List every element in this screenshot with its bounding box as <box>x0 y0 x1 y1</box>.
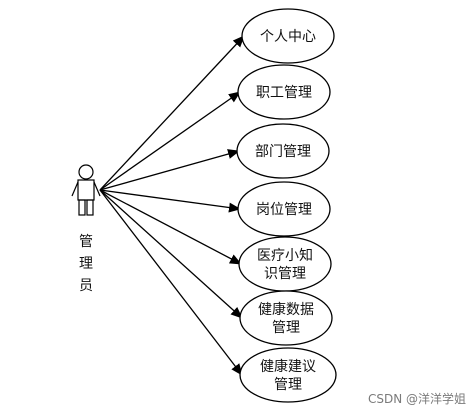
use-case-ellipse <box>241 8 335 64</box>
use-case-label: 健康建议 <box>260 358 316 375</box>
actor-label-line: 理 <box>79 256 93 272</box>
use-case-label: 部门管理 <box>255 144 311 160</box>
use-case-position-management: 岗位管理 <box>237 181 331 237</box>
arrow-to-staff-management <box>99 91 241 191</box>
watermark: CSDN @洋洋学姐 <box>367 392 466 406</box>
arrow-to-medical-knowledge-management <box>99 189 242 265</box>
actor-head <box>78 164 94 180</box>
actor-left-arm <box>71 181 79 197</box>
actor-label-line: 管 <box>79 234 93 250</box>
use-case-staff-management: 职工管理 <box>237 64 331 120</box>
actor-label: 管 理 员 <box>79 234 93 294</box>
actor-label-line: 员 <box>79 278 93 294</box>
use-case-personal-center: 个人中心 <box>241 8 335 64</box>
association-arrows <box>99 35 245 376</box>
use-case-department-management: 部门管理 <box>236 123 330 179</box>
use-case-ellipse <box>238 236 332 292</box>
arrow-to-health-data-management <box>99 189 243 319</box>
actor-right-leg <box>86 199 94 216</box>
use-case-ellipse <box>239 290 333 346</box>
use-case-ellipse <box>237 64 331 120</box>
arrow-to-personal-center <box>99 35 245 191</box>
use-case-label: 识管理 <box>264 266 306 282</box>
actor-left-leg <box>78 199 86 216</box>
actor-right-arm <box>93 181 101 197</box>
use-case-label: 健康数据 <box>258 301 314 318</box>
arrow-to-position-management <box>99 189 241 213</box>
use-case-label: 管理 <box>274 377 302 393</box>
use-case-label: 职工管理 <box>256 85 312 101</box>
use-case-label: 管理 <box>272 320 300 336</box>
use-case-label: 岗位管理 <box>256 202 312 218</box>
actor-figure <box>71 164 101 216</box>
use-case-ellipse <box>239 347 337 403</box>
use-case-ellipse <box>236 123 330 179</box>
use-case-label: 个人中心 <box>260 29 316 45</box>
use-case-label: 医疗小知 <box>257 247 313 264</box>
arrow-to-department-management <box>99 149 240 191</box>
actor-torso <box>77 179 95 201</box>
arrow-to-health-advice-management <box>99 189 243 376</box>
use-case-ellipse <box>237 181 331 237</box>
